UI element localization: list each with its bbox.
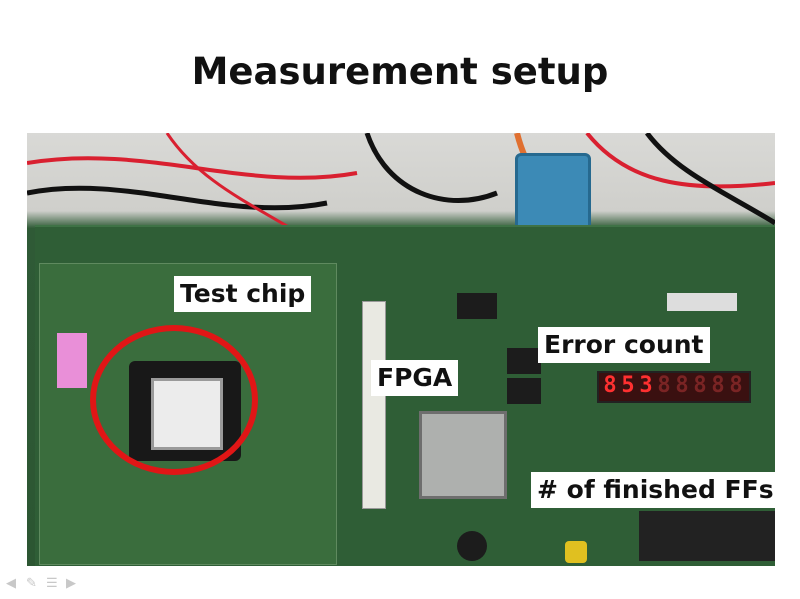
cables <box>27 133 775 255</box>
display-digit: 8 <box>711 373 725 398</box>
seven-segment-display: 8 5 3 8 8 8 8 8 <box>597 371 751 403</box>
display-digit: 8 <box>657 373 671 398</box>
menu-icon[interactable]: ☰ <box>46 575 58 590</box>
display-digit: 8 <box>675 373 689 398</box>
header-connector <box>362 301 386 509</box>
forward-icon[interactable]: ▶ <box>66 575 76 590</box>
slide-nav: ◀ ✎ ☰ ▶ <box>6 576 80 594</box>
error-count-label: Error count <box>538 327 710 363</box>
fpga-chip <box>419 411 507 499</box>
test-chip-highlight-ring <box>90 325 258 475</box>
ic <box>507 378 541 404</box>
display-digit: 8 <box>693 373 707 398</box>
display-digit: 5 <box>621 373 635 398</box>
push-button-bank <box>639 511 775 561</box>
display-digit: 8 <box>729 373 743 398</box>
dial <box>565 541 587 563</box>
back-icon[interactable]: ◀ <box>6 575 16 590</box>
fpga-label: FPGA <box>371 360 459 396</box>
test-chip-label: Test chip <box>174 276 312 312</box>
ic <box>667 293 737 311</box>
buzzer <box>457 531 487 561</box>
ic <box>457 293 497 319</box>
display-digit: 3 <box>639 373 653 398</box>
pink-sticker <box>57 333 87 388</box>
slide-title: Measurement setup <box>191 50 609 93</box>
display-digit: 8 <box>603 373 617 398</box>
pen-icon[interactable]: ✎ <box>26 575 37 590</box>
finished-ffs-label: # of finished FFs <box>531 472 780 508</box>
ic <box>507 348 541 374</box>
